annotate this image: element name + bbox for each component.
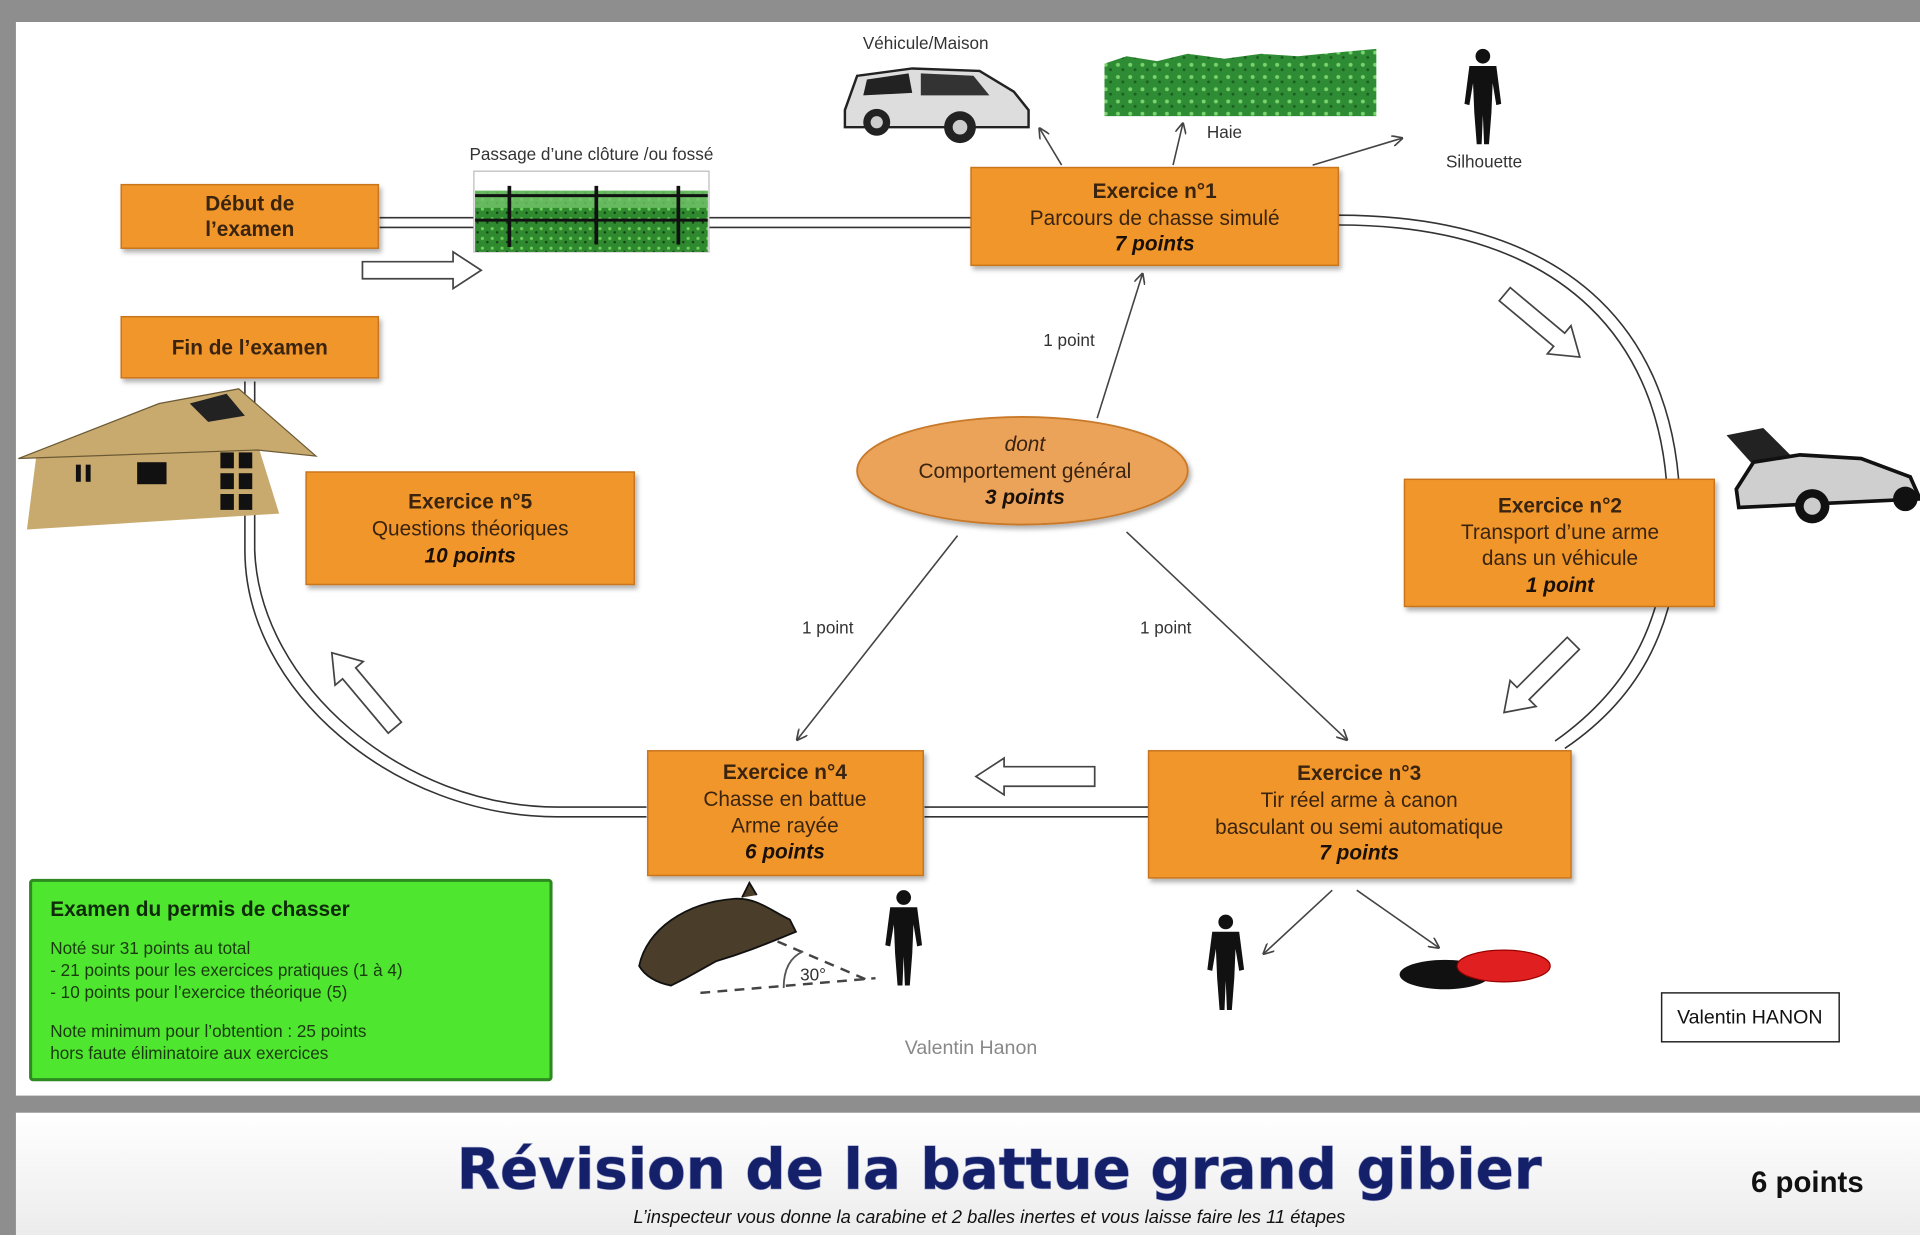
- vehicle-label: Véhicule/Maison: [863, 33, 989, 53]
- behavior-links: 1 point 1 point 1 point: [797, 274, 1347, 740]
- behavior-points: 3 points: [985, 486, 1065, 509]
- exercise-2-desc-1: Transport d’une arme: [1461, 521, 1659, 544]
- exercise-5-box: Exercice n°5 Questions théoriques 10 poi…: [305, 471, 636, 586]
- exercise-5-desc: Questions théoriques: [372, 518, 569, 541]
- exercise-4-title: Exercice n°4: [723, 761, 847, 784]
- exercise-1-title: Exercice n°1: [1093, 180, 1217, 203]
- exercise-1-box: Exercice n°1 Parcours de chasse simulé 7…: [970, 166, 1340, 267]
- ex3-target-arrows: [1264, 889, 1439, 954]
- end-box: Fin de l’examen: [120, 315, 380, 379]
- link-label-ex4: 1 point: [802, 617, 854, 637]
- silhouette-label: Silhouette: [1446, 152, 1522, 172]
- link-label-ex1: 1 point: [1043, 330, 1095, 350]
- exercise-3-desc-2: basculant ou semi automatique: [1215, 816, 1503, 839]
- slide-title: Révision de la battue grand gibier: [457, 1138, 1542, 1203]
- exercise-2-points: 1 point: [1526, 574, 1595, 597]
- flow-arrow-left: [974, 756, 1096, 797]
- vehicle-target: Véhicule/Maison: [843, 33, 1030, 144]
- house-icon: [18, 388, 318, 530]
- exercise-4-points: 6 points: [745, 840, 825, 863]
- fence-label: Passage d’une clôture /ou fossé: [469, 144, 713, 164]
- exercise-4-desc-1: Chasse en battue: [703, 788, 866, 811]
- summary-title: Examen du permis de chasser: [50, 898, 350, 921]
- start-box: Début de l’examen: [120, 183, 380, 249]
- flow-arrow-right: [361, 250, 483, 291]
- flow-arrows: [330, 250, 1581, 797]
- summary-minimum-1: Note minimum pour l’obtention : 25 point…: [50, 1021, 366, 1041]
- behavior-label: Comportement général: [918, 460, 1131, 483]
- watermark-text: Valentin Hanon: [905, 1037, 1037, 1059]
- summary-box: Examen du permis de chasser Noté sur 31 …: [29, 878, 553, 1082]
- exercise-5-points: 10 points: [425, 544, 516, 567]
- summary-line-1: Noté sur 31 points au total: [50, 938, 250, 958]
- clay-targets-icon: [1399, 949, 1551, 990]
- hedge-target: Haie: [1104, 48, 1377, 142]
- angle-label: 30°: [800, 965, 826, 985]
- hunter-silhouette-icon: [885, 890, 923, 986]
- flow-arrow-down-left: [1502, 636, 1581, 714]
- summary-line-3: - 10 points pour l’exercice théorique (5…: [50, 982, 347, 1002]
- behavior-ellipse: dont Comportement général 3 points: [856, 416, 1189, 526]
- hedge-icon: [1104, 48, 1377, 117]
- exercise-4-box: Exercice n°4 Chasse en battue Arme rayée…: [647, 750, 924, 877]
- target-arrows: [1040, 124, 1402, 166]
- target-silhouette-icon: [1207, 914, 1245, 1011]
- exercise-3-desc-1: Tir réel arme à canon: [1261, 789, 1458, 812]
- exercise-3-title: Exercice n°3: [1297, 762, 1421, 785]
- slide-points: 6 points: [1751, 1166, 1864, 1199]
- behavior-prefix: dont: [1005, 433, 1047, 456]
- exercise-1-points: 7 points: [1115, 233, 1195, 256]
- link-label-ex3: 1 point: [1140, 617, 1192, 637]
- exercise-3-box: Exercice n°3 Tir réel arme à canon bascu…: [1147, 750, 1572, 879]
- start-label-line1: Début de: [205, 192, 294, 215]
- summary-line-2: - 21 points pour les exercices pratiques…: [50, 960, 402, 980]
- flow-arrow-down-right: [1498, 286, 1581, 359]
- author-box: Valentin HANON: [1660, 992, 1840, 1043]
- hedge-label: Haie: [1207, 122, 1242, 142]
- car-open-trunk-icon: [1726, 427, 1920, 524]
- suv-icon: [843, 67, 1030, 144]
- end-label: Fin de l’examen: [172, 337, 328, 360]
- exercise-5-title: Exercice n°5: [408, 491, 532, 514]
- author-name: Valentin HANON: [1677, 1006, 1822, 1028]
- boar-icon: [638, 880, 798, 987]
- start-label-line2: l’examen: [205, 218, 294, 241]
- exercise-2-desc-2: dans un véhicule: [1482, 547, 1638, 570]
- summary-minimum-2: hors faute éliminatoire aux exercices: [50, 1043, 328, 1063]
- exercise-3-points: 7 points: [1319, 842, 1399, 865]
- flow-arrow-up-left: [330, 651, 403, 735]
- angle-indicator: 30°: [700, 940, 876, 995]
- fence-image: Passage d’une clôture /ou fossé: [469, 144, 713, 253]
- silhouette-target: Silhouette: [1446, 48, 1522, 172]
- slide-subtitle: L’inspecteur vous donne la carabine et 2…: [633, 1206, 1345, 1227]
- exercise-2-box: Exercice n°2 Transport d’une arme dans u…: [1403, 478, 1716, 608]
- exercise-2-title: Exercice n°2: [1498, 494, 1622, 517]
- exercise-4-desc-2: Arme rayée: [731, 815, 839, 838]
- person-silhouette-icon: [1464, 48, 1502, 145]
- footer-panel: [15, 1112, 1920, 1235]
- exercise-1-desc: Parcours de chasse simulé: [1030, 207, 1280, 230]
